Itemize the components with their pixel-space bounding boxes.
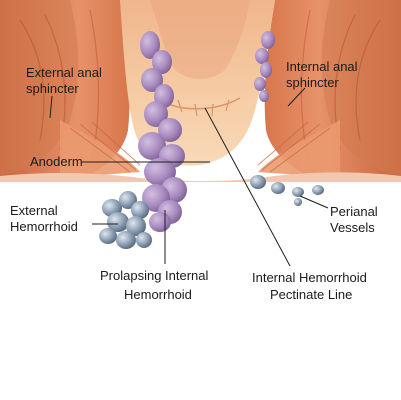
leader-lines xyxy=(49,87,329,267)
prolapsing-internal-hemorrhoid xyxy=(138,31,187,232)
label-prolapsing-1: Prolapsing Internal xyxy=(100,268,209,283)
leader-perianal xyxy=(299,195,329,209)
label-perianal-vessels-2: Vessels xyxy=(330,220,375,235)
leader-internal-sphincter xyxy=(287,87,306,107)
label-anoderm: Anoderm xyxy=(30,154,83,169)
label-external-sphincter-1: External anal xyxy=(26,65,102,80)
leader-external-sphincter xyxy=(49,95,53,119)
label-external-sphincter-2: sphincter xyxy=(26,81,79,96)
internal-hemorrhoid-right xyxy=(254,31,275,102)
label-external-hemorrhoid-2: Hemorrhoid xyxy=(10,219,78,234)
label-internal-sphincter-2: sphincter xyxy=(286,75,339,90)
label-perianal-vessels-1: Perianal xyxy=(330,204,378,219)
label-internal-pectinate-2: Pectinate Line xyxy=(270,287,352,302)
leader-pectinate xyxy=(204,107,291,267)
external-hemorrhoid-cluster xyxy=(99,191,152,249)
label-prolapsing-2: Hemorrhoid xyxy=(124,287,192,302)
skin-surface xyxy=(0,172,401,182)
label-internal-sphincter-1: Internal anal xyxy=(286,59,358,74)
label-external-hemorrhoid-1: External xyxy=(10,203,58,218)
sphincter-fans xyxy=(60,120,340,178)
perianal-vessels-dots xyxy=(250,175,324,206)
label-internal-pectinate-1: Internal Hemorrhoid xyxy=(252,270,367,285)
